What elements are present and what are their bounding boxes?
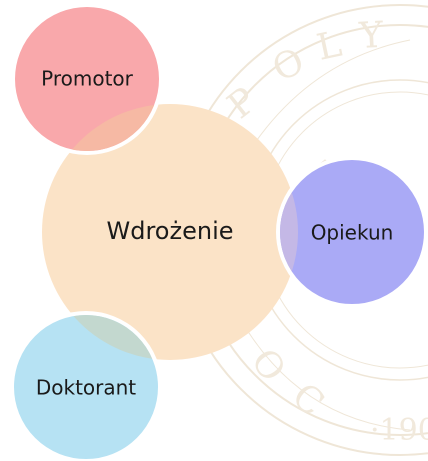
opiekun-node-label: Opiekun (311, 221, 394, 245)
svg-text:Y: Y (357, 15, 385, 57)
opiekun-node-circle (276, 156, 428, 308)
center-node-label: Wdrożenie (107, 217, 234, 245)
doktorant-node-label: Doktorant (36, 376, 136, 400)
promotor-node-label: Promotor (41, 67, 134, 91)
opiekun-node (276, 156, 428, 308)
center-node (42, 104, 298, 360)
center-node-circle (42, 104, 298, 360)
svg-text:·190: ·190 (370, 413, 428, 448)
